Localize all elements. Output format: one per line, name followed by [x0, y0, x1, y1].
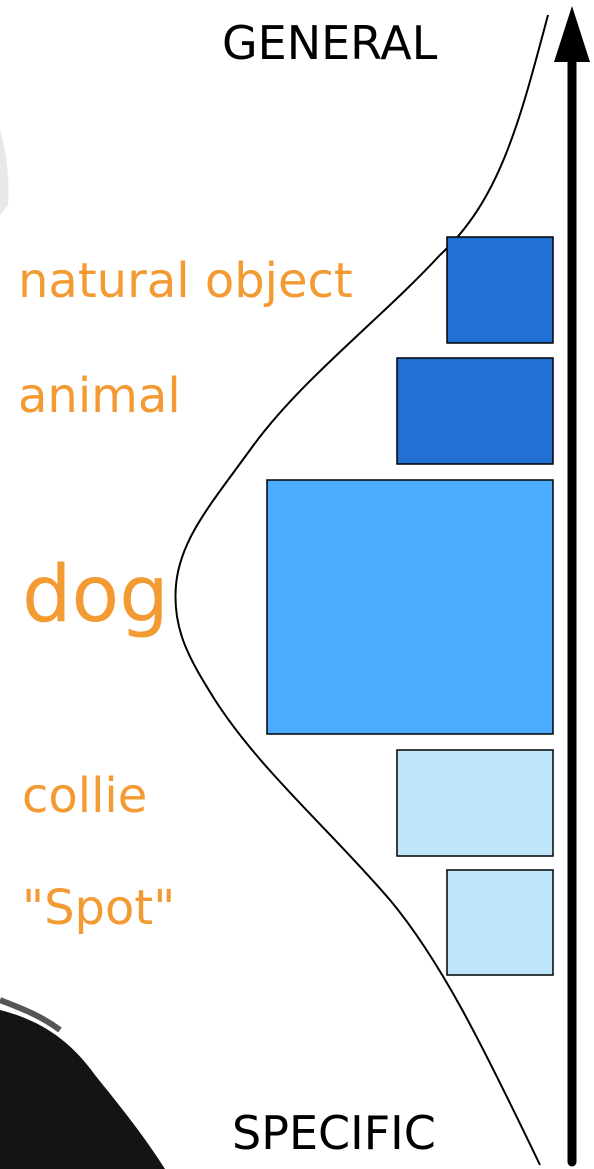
label-spot: "Spot" — [22, 880, 176, 936]
level-box-spot — [446, 869, 554, 976]
top-left-shadow — [0, 130, 9, 215]
axis-bottom-label: SPECIFIC — [232, 1106, 436, 1160]
label-natural-object: natural object — [18, 253, 353, 309]
level-box-collie — [396, 749, 554, 857]
arrow-up-icon — [554, 6, 590, 62]
level-box-natural-object — [446, 236, 554, 344]
axis-top-label: GENERAL — [222, 16, 438, 70]
level-box-dog — [266, 479, 554, 735]
label-animal: animal — [18, 368, 181, 424]
fur-edge-decoration — [0, 997, 62, 1033]
level-box-animal — [396, 357, 554, 465]
label-collie: collie — [22, 768, 148, 824]
fur-decoration — [0, 1010, 165, 1169]
label-dog: dog — [22, 550, 169, 640]
distribution-curve — [174, 14, 549, 1166]
